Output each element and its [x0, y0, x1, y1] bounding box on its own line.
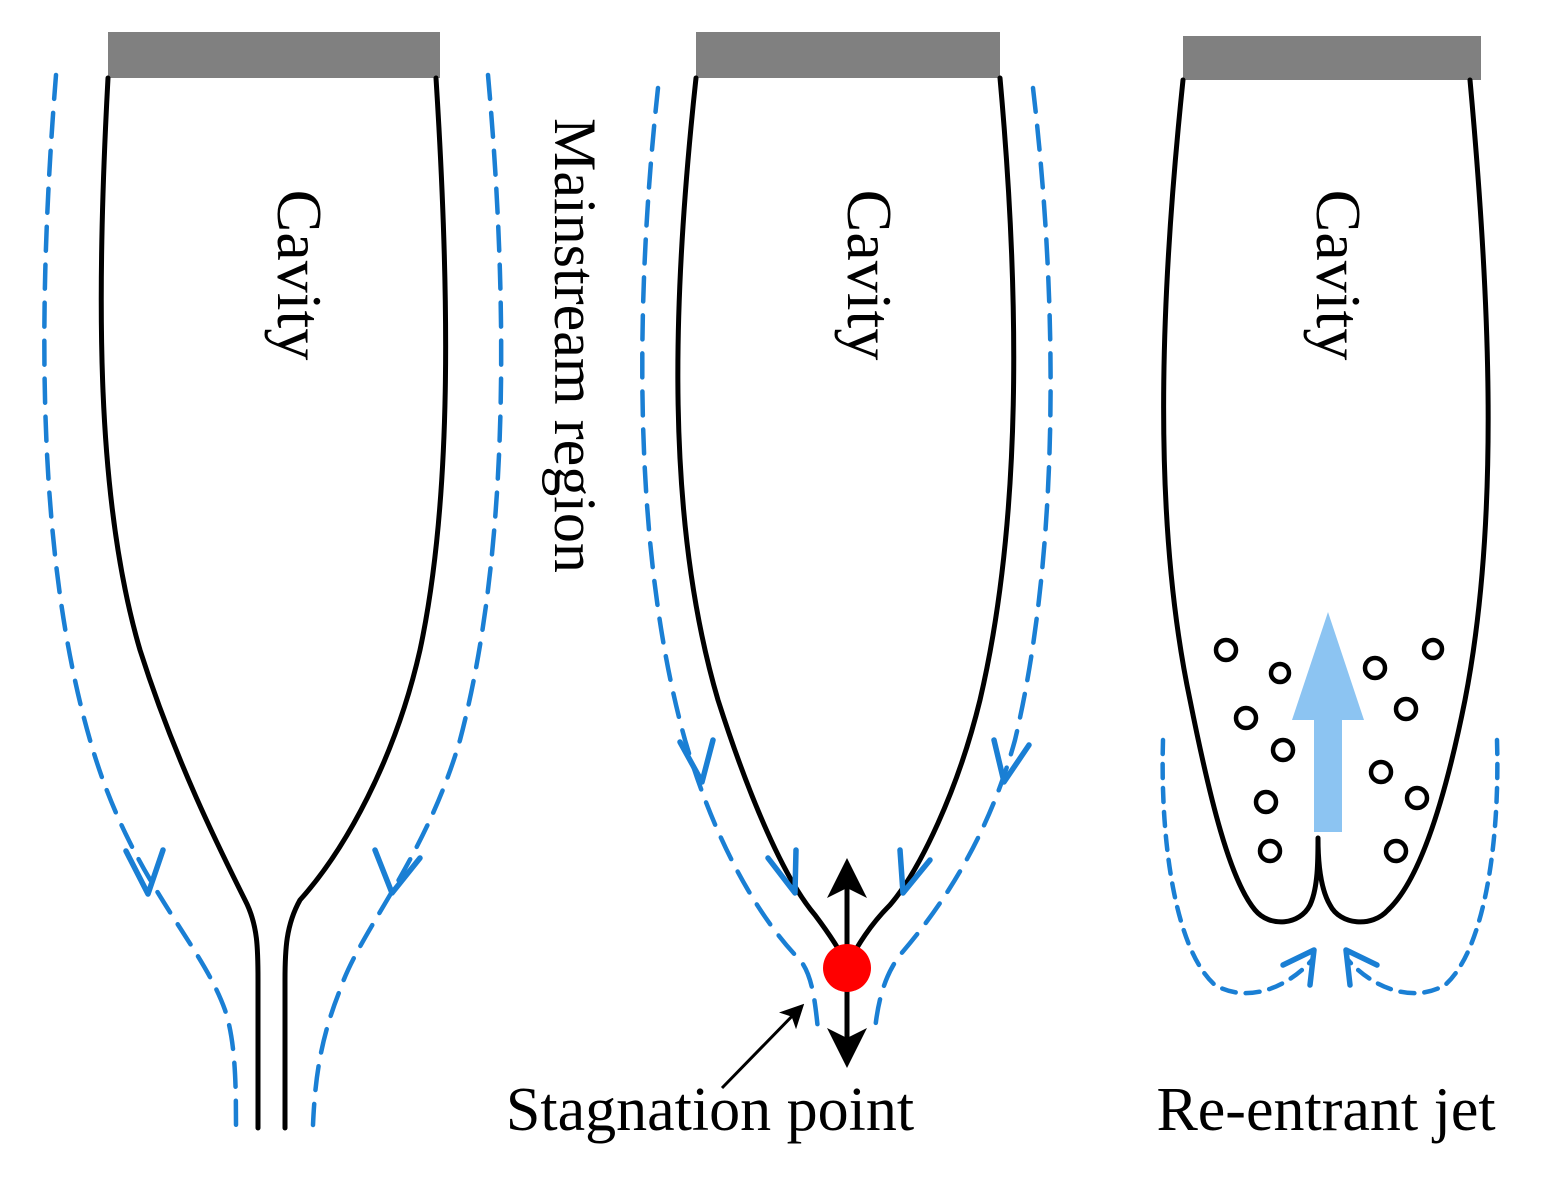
bubble-icon	[1404, 785, 1430, 811]
flow-arrow-icon	[1343, 947, 1380, 988]
bubble-icon	[1270, 737, 1296, 763]
bubble-icon	[1213, 637, 1239, 663]
strut-1	[108, 32, 440, 78]
re-entrant-jet-label: Re-entrant jet	[1156, 1076, 1495, 1144]
cavity-outline-1b	[282, 75, 449, 1131]
flow-arrow-icon	[765, 847, 799, 896]
flow-arrow-icon	[1280, 947, 1317, 988]
pointer-arrow-icon	[720, 1003, 805, 1090]
cavity-outline-2	[675, 75, 850, 968]
cavity-outline-1	[98, 75, 261, 1131]
flow-line-left-2	[640, 85, 821, 1033]
bubble-icon	[1362, 655, 1388, 681]
bubble-icon	[1383, 838, 1409, 864]
stagnation-point-label: Stagnation point	[506, 1076, 914, 1144]
flow-line-right-3	[1345, 737, 1500, 996]
flow-line-right-2	[872, 85, 1053, 1033]
flow-line-left-1	[42, 72, 239, 1128]
flow-arrow-icon	[677, 737, 716, 785]
flow-arrow-icon	[372, 847, 423, 896]
flow-line-left-3	[1160, 737, 1315, 996]
bubble-icon	[1253, 789, 1279, 815]
cavity-outline-3	[1161, 77, 1491, 925]
bubble-icon	[1393, 696, 1419, 722]
bubble-icon	[1368, 759, 1394, 785]
bubble-icon	[1421, 637, 1445, 661]
mainstream-region-label: Mainstream region	[542, 118, 608, 573]
cavity-label-2: Cavity	[834, 190, 905, 361]
jet-arrow-icon	[1292, 612, 1364, 832]
cavity-outline-2b	[844, 75, 1017, 968]
flow-arrow-icon	[897, 847, 933, 896]
panel-1: Cavity	[42, 32, 504, 1131]
strut-2	[696, 32, 1000, 78]
cavity-label-1: Cavity	[264, 190, 335, 361]
bubble-icon	[1257, 838, 1283, 864]
cavity-label-3: Cavity	[1303, 190, 1374, 361]
flow-arrow-icon	[991, 737, 1032, 785]
flow-line-right-1	[310, 72, 504, 1128]
stagnation-point-marker	[823, 944, 871, 992]
bubble-icon	[1233, 705, 1259, 731]
strut-3	[1183, 36, 1481, 80]
flow-arrow-icon	[123, 847, 166, 897]
panel-2: Cavity Mainstream region Stagnation poin…	[506, 32, 1053, 1144]
bubble-icon	[1268, 661, 1292, 685]
panel-3: Cavity Re-entrant jet	[1156, 36, 1500, 1144]
